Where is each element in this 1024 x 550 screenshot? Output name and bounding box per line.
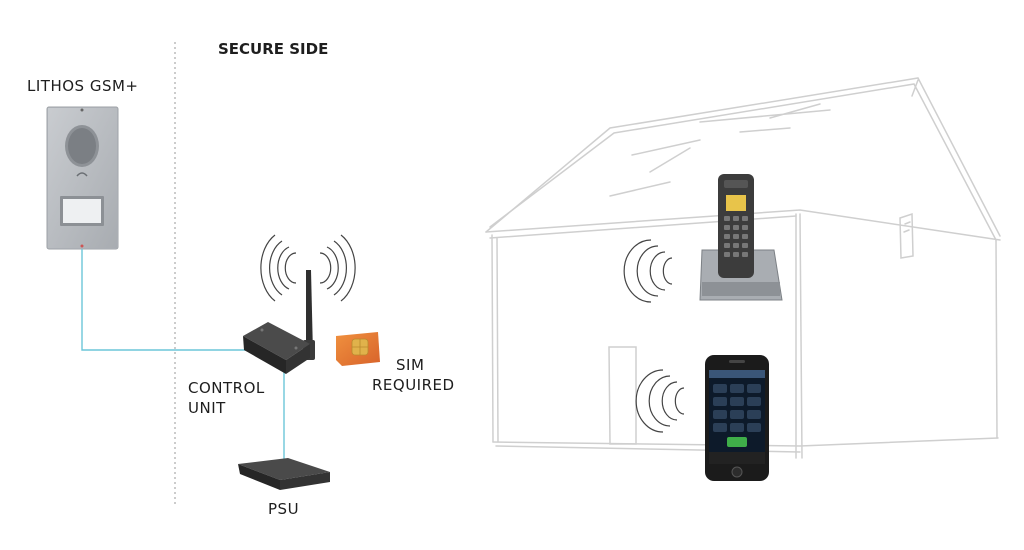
power-supply-icon — [238, 458, 330, 490]
wiring — [81, 249, 285, 462]
gsm-control-unit-icon — [243, 322, 310, 374]
sim-required-label: SIM REQUIRED — [372, 355, 455, 395]
signal-waves-icon — [635, 369, 685, 433]
control-unit-label-line1: CONTROL — [188, 379, 265, 397]
control-unit-label-line2: UNIT — [188, 399, 226, 417]
control-unit-label: CONTROL UNIT — [188, 378, 265, 418]
smartphone-icon — [705, 355, 769, 481]
intercom-panel-icon — [46, 106, 119, 250]
sim-label-line1: SIM — [396, 356, 425, 374]
sim-card-icon — [336, 332, 380, 366]
sim-label-line2: REQUIRED — [372, 376, 455, 394]
signal-waves-icon — [260, 234, 356, 302]
secure-side-label: SECURE SIDE — [218, 40, 329, 58]
panel-to-control-wire — [81, 249, 246, 351]
cordless-phone-icon — [699, 174, 783, 301]
panel-name-label: LITHOS GSM+ — [27, 77, 139, 95]
psu-label: PSU — [268, 500, 300, 518]
signal-waves-icon — [623, 239, 673, 303]
